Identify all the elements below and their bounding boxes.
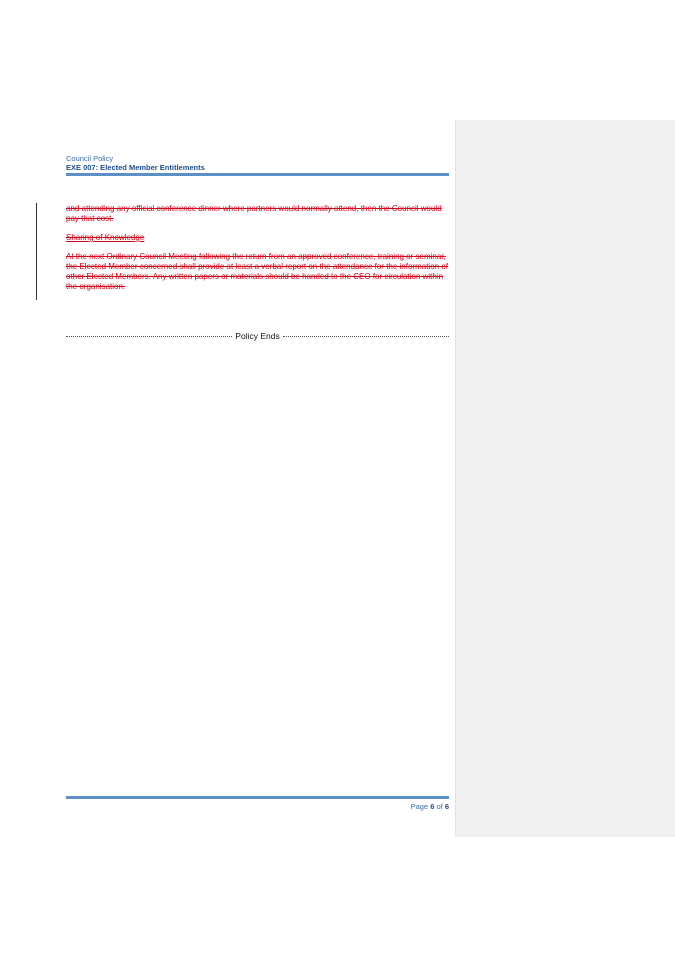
policy-ends-line: Policy Ends bbox=[66, 331, 450, 341]
header-rule bbox=[66, 173, 449, 176]
dotted-leader-right bbox=[282, 336, 450, 337]
footer-page-word: Page bbox=[410, 802, 429, 811]
header-policy-type: Council Policy bbox=[66, 154, 114, 163]
deleted-paragraph-reporting[interactable]: At the next Ordinary Council Meeting fol… bbox=[66, 252, 448, 291]
header-policy-title: EXE 007: Elected Member Entitlements bbox=[66, 163, 205, 172]
footer-page-total: 6 bbox=[444, 802, 449, 811]
policy-ends-label: Policy Ends bbox=[235, 331, 280, 341]
dotted-leader-left bbox=[66, 336, 233, 337]
comment-pane[interactable] bbox=[455, 120, 675, 837]
deleted-heading-sharing-knowledge[interactable]: Sharing of Knowledge bbox=[66, 233, 145, 242]
footer-page-current: 6 bbox=[430, 802, 435, 811]
footer-of-word: of bbox=[436, 802, 443, 811]
deleted-paragraph-conference-dinner[interactable]: and attending any official conference di… bbox=[66, 204, 442, 223]
page-header: Council Policy EXE 007: Elected Member E… bbox=[66, 154, 449, 172]
page-footer: Page 6 of 6 bbox=[66, 802, 449, 811]
track-changes-bar bbox=[36, 203, 37, 300]
footer-rule bbox=[66, 796, 449, 799]
